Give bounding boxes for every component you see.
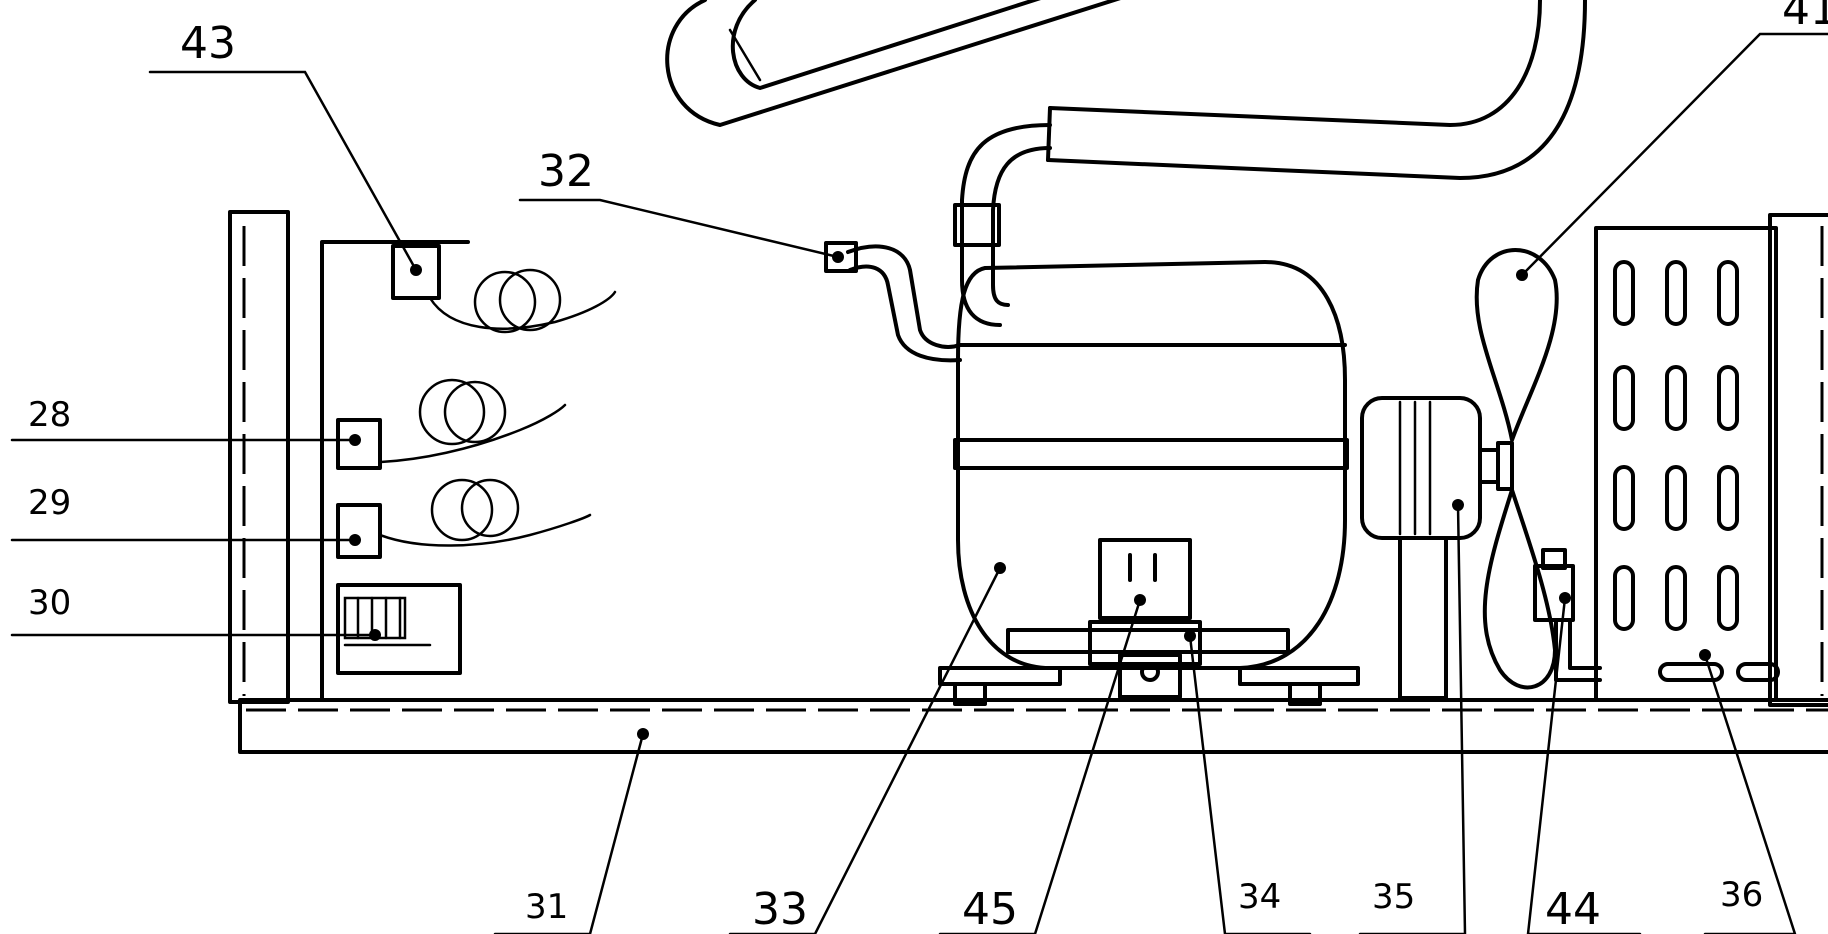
- label-34: 34: [1238, 877, 1281, 917]
- left-wall-panel: [228, 210, 470, 704]
- right-wall-panel: [1768, 213, 1828, 707]
- condenser: [1594, 226, 1780, 702]
- label-43: 43: [180, 18, 236, 69]
- label-31: 31: [525, 887, 568, 927]
- label-30: 30: [28, 583, 71, 623]
- label-44: 44: [1545, 884, 1601, 934]
- refrigerant-tubing: [665, 0, 1587, 363]
- relay-29: [336, 478, 592, 559]
- filter-dryer: [1533, 548, 1602, 682]
- relay-28: [336, 378, 567, 470]
- label-32: 32: [538, 146, 594, 197]
- fan-motor: [1360, 396, 1514, 700]
- label-29: 29: [28, 483, 71, 523]
- label-45: 45: [962, 884, 1018, 934]
- label-33: 33: [752, 884, 808, 934]
- label-28: 28: [28, 395, 71, 435]
- compressor: [938, 260, 1360, 706]
- condenser-fins: [1613, 260, 1780, 682]
- part-labels: 43 32 28 29 30 41 31 33 45 34 35 44 36: [28, 0, 1828, 934]
- label-35: 35: [1372, 877, 1415, 917]
- label-36: 36: [1720, 875, 1763, 915]
- leader-lines: [10, 32, 1828, 934]
- label-41: 41: [1782, 0, 1828, 35]
- relay-43: [391, 244, 617, 334]
- fan-blade: [1474, 248, 1559, 690]
- capacitor-30: [336, 583, 462, 675]
- base-plate: [238, 698, 1828, 754]
